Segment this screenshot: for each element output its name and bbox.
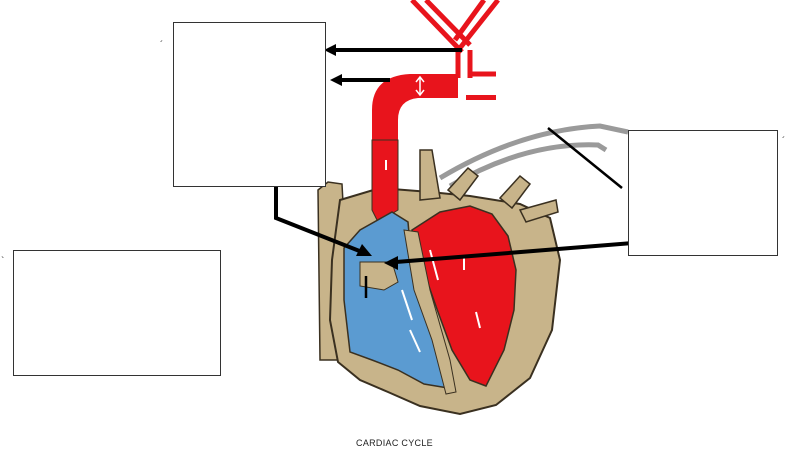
double-arrow-icon — [415, 75, 425, 97]
aorta-vessel — [372, 74, 496, 140]
diagram-caption: CARDIAC CYCLE — [356, 438, 433, 448]
heart — [317, 139, 562, 416]
label-box-right[interactable] — [628, 130, 778, 256]
tick-mark: ` — [1, 256, 5, 267]
label-box-top[interactable] — [173, 22, 326, 187]
artery-branch — [410, 0, 500, 78]
label-box-left[interactable] — [13, 250, 221, 376]
tick-mark: ´ — [782, 136, 786, 147]
flow-arrows — [385, 160, 481, 353]
arrowheads — [324, 44, 398, 270]
tick-mark: ´ — [160, 40, 164, 51]
